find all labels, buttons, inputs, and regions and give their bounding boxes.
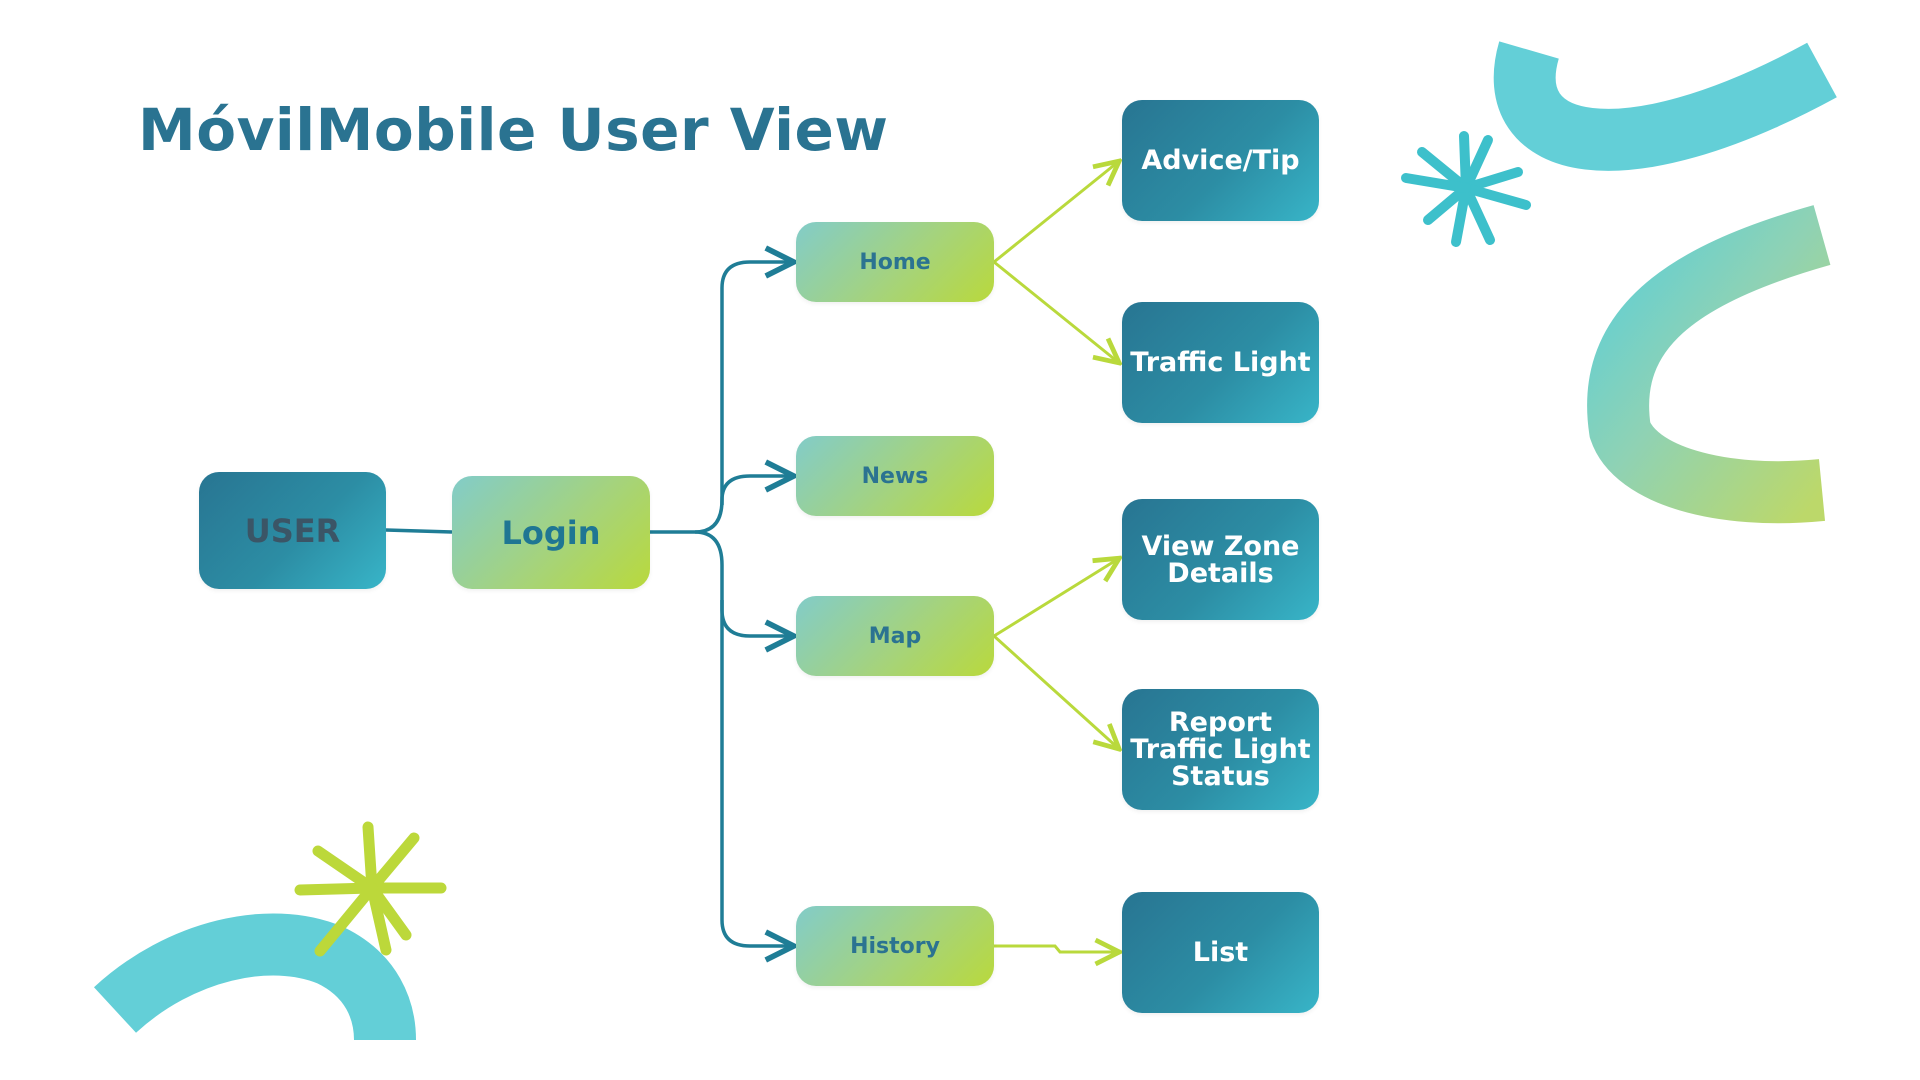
node-view-zone-details[interactable]: View Zone Details [1122,499,1319,620]
node-traffic-light-label: Traffic Light [1130,347,1311,378]
connector-history-list [994,946,1118,952]
connector-to-news [720,476,792,505]
decor-star-teal [1401,131,1531,247]
connector-home-advice [993,162,1118,264]
node-home[interactable]: Home [796,222,994,302]
node-traffic-light[interactable]: Traffic Light [1122,302,1319,423]
node-news-label: News [861,463,929,489]
node-user-label: USER [244,511,341,550]
node-history[interactable]: History [796,906,994,986]
node-home-label: Home [859,249,931,275]
decor-star-green [294,821,447,957]
node-advice-tip[interactable]: Advice/Tip [1122,100,1319,221]
decor-arc-right [1587,205,1831,524]
node-view-zone-details-label: View Zone Details [1141,530,1300,589]
node-user[interactable]: USER [199,472,386,589]
node-news[interactable]: News [796,436,994,516]
node-login[interactable]: Login [452,476,650,589]
connector-to-home [694,262,792,534]
node-report-traffic-light-status-label: Report Traffic Light Status [1130,707,1311,792]
node-map[interactable]: Map [796,596,994,676]
connector-to-map [694,530,792,636]
page-title: MóvilMobile User View [138,96,889,164]
connector-user-login [385,528,453,534]
node-list[interactable]: List [1122,892,1319,1013]
node-login-label: Login [501,513,601,552]
connector-home-traffic [993,260,1118,362]
node-list-label: List [1192,937,1249,968]
node-map-label: Map [868,623,922,649]
connector-map-report [992,634,1118,748]
connector-to-history [720,600,792,946]
node-report-traffic-light-status[interactable]: Report Traffic Light Status [1122,689,1319,810]
decor-arc-top-right [1493,41,1837,171]
node-history-label: History [850,933,940,959]
connector-map-viewzone [993,559,1118,638]
node-advice-tip-label: Advice/Tip [1141,145,1300,176]
decor-arc-bottom-left [93,913,416,1042]
